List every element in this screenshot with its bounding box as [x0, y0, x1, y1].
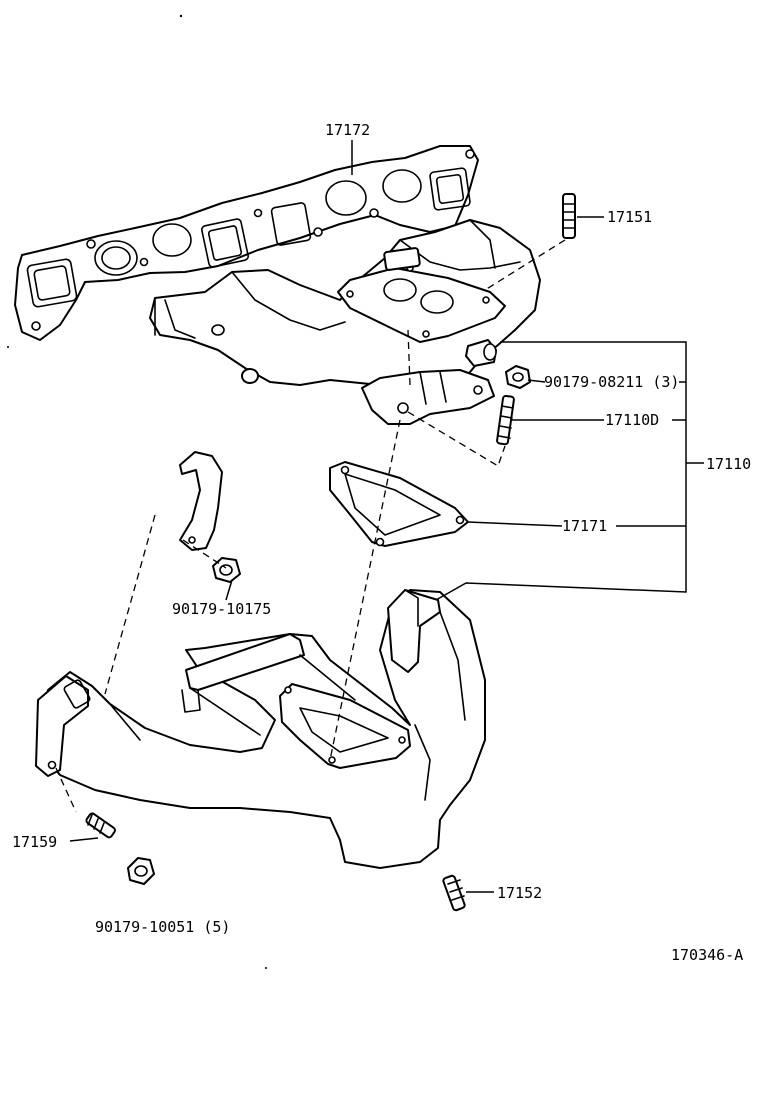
label-17159: 17159: [12, 833, 57, 851]
label-90179-08211: 90179-08211 (3): [544, 373, 679, 391]
label-17171: 17171: [562, 517, 607, 535]
stud-17151: [562, 193, 576, 239]
label-17152: 17152: [497, 884, 542, 902]
stud-17152: [442, 874, 466, 912]
label-17172: 17172: [325, 121, 370, 139]
gasket-17171: [329, 461, 469, 547]
stud-17110D: [496, 394, 515, 446]
intake-manifold: [149, 219, 541, 425]
leader-lines: [69, 140, 704, 893]
nut-90179-10051: [127, 857, 155, 885]
pipe-bracket: [179, 451, 223, 551]
stud-17159: [85, 812, 116, 839]
label-17110: 17110: [706, 455, 751, 473]
label-90179-10051: 90179-10051 (5): [95, 918, 230, 936]
figure-code: 170346-A: [671, 946, 743, 964]
label-90179-10175: 90179-10175: [172, 600, 271, 618]
label-17110D: 17110D: [605, 411, 659, 429]
exhaust-manifold: [35, 589, 486, 869]
assembly-lines: [55, 239, 566, 813]
nut-90179-08211: [505, 365, 531, 389]
nut-90179-10175: [212, 557, 241, 583]
label-17151: 17151: [607, 208, 652, 226]
